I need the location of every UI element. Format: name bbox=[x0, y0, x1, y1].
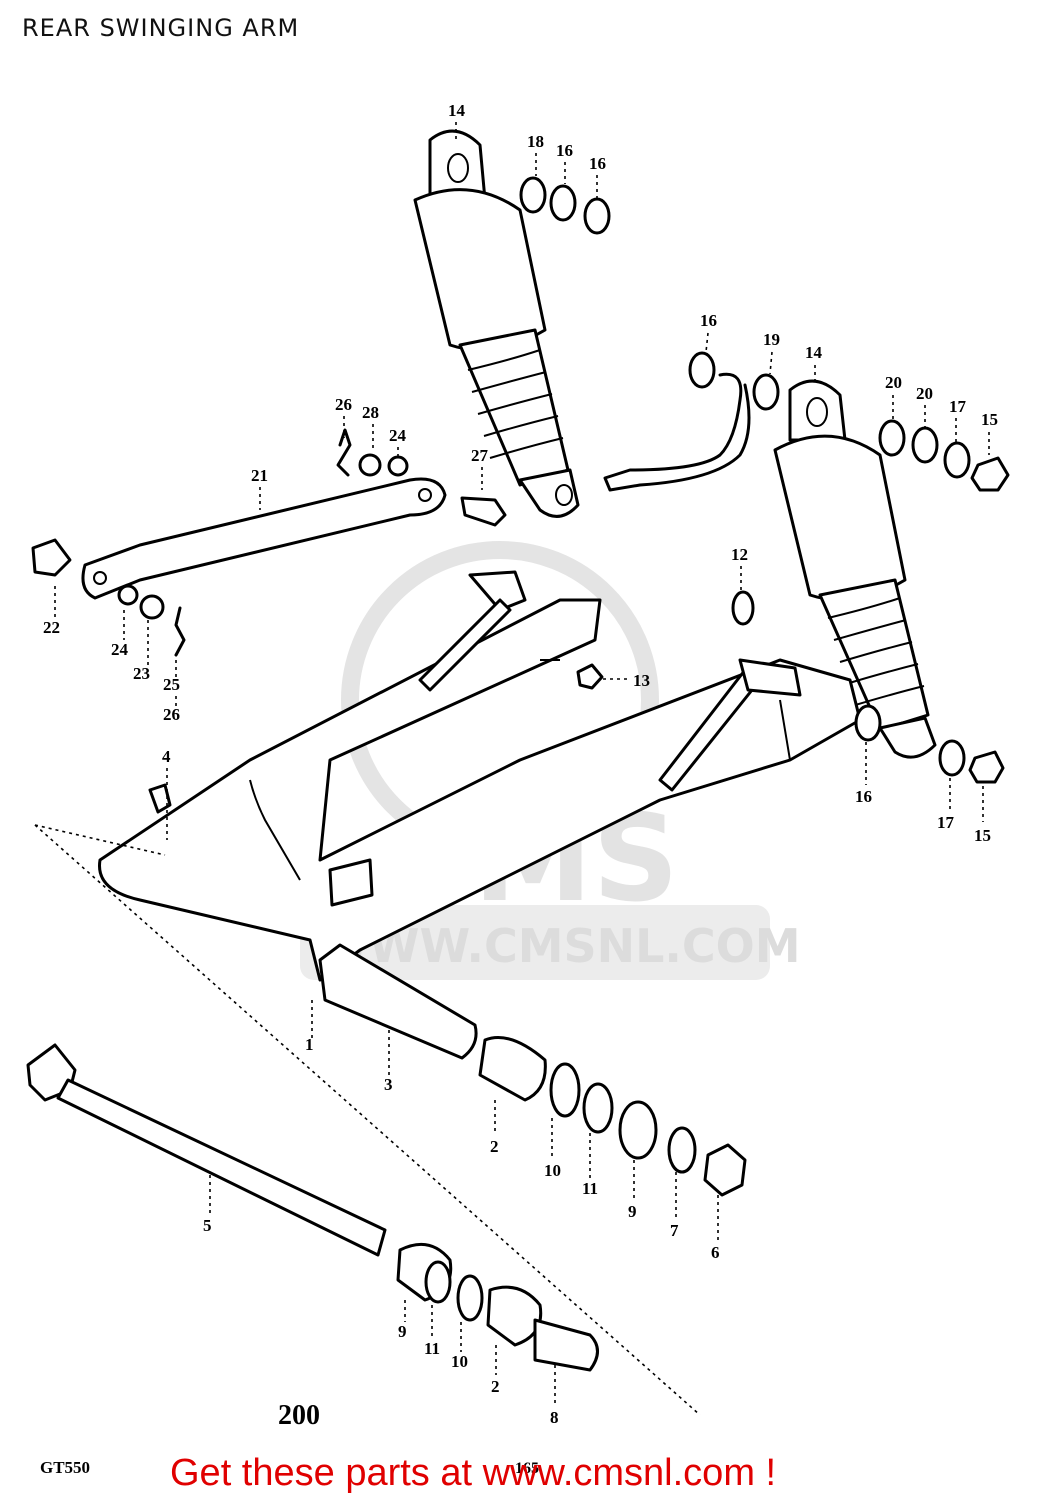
sheet-reference: 165 bbox=[515, 1460, 539, 1477]
callout-28: 28 bbox=[362, 403, 379, 422]
callout-18: 18 bbox=[527, 132, 544, 151]
callout-8: 8 bbox=[550, 1408, 559, 1427]
callout-2: 2 bbox=[490, 1137, 499, 1156]
pivot-assembly bbox=[26, 943, 747, 1372]
callout-13: 13 bbox=[633, 671, 650, 690]
callout-9: 9 bbox=[628, 1202, 637, 1221]
callout-4: 4 bbox=[162, 747, 171, 766]
callout-24: 24 bbox=[389, 426, 407, 445]
callout-22: 22 bbox=[43, 618, 60, 637]
callout-6: 6 bbox=[711, 1243, 720, 1262]
leader-lines bbox=[54, 122, 990, 1405]
swing-arm bbox=[98, 570, 1005, 982]
axis-lines bbox=[34, 824, 701, 1416]
model-code: GT550 bbox=[40, 1458, 91, 1477]
callout-17: 17 bbox=[949, 397, 967, 416]
callout-24: 24 bbox=[111, 640, 129, 659]
callout-12: 12 bbox=[731, 545, 748, 564]
callout-11: 11 bbox=[582, 1179, 598, 1198]
top-washers bbox=[519, 176, 1010, 492]
callout-25: 25 bbox=[163, 675, 180, 694]
callout-14: 14 bbox=[448, 101, 466, 120]
callout-20: 20 bbox=[916, 384, 933, 403]
callout-9: 9 bbox=[398, 1322, 407, 1341]
right-shock-absorber bbox=[773, 379, 937, 759]
diagram-title: REAR SWINGING ARM bbox=[22, 14, 300, 42]
callout-16: 16 bbox=[589, 154, 606, 173]
callout-21: 21 bbox=[251, 466, 268, 485]
callouts: 14 18 16 16 16 19 14 20 20 17 15 26 28 2… bbox=[43, 101, 998, 1427]
callout-20: 20 bbox=[885, 373, 902, 392]
callout-26: 26 bbox=[335, 395, 352, 414]
callout-5: 5 bbox=[203, 1216, 212, 1235]
callout-11: 11 bbox=[424, 1339, 440, 1358]
callout-16: 16 bbox=[855, 787, 872, 806]
callout-15: 15 bbox=[974, 826, 991, 845]
callout-10: 10 bbox=[544, 1161, 561, 1180]
footer-parts-link[interactable]: Get these parts at www.cmsnl.com ! bbox=[170, 1452, 777, 1494]
callout-10: 10 bbox=[451, 1352, 468, 1371]
callout-16: 16 bbox=[556, 141, 573, 160]
torque-link bbox=[31, 428, 507, 657]
page-number: 200 bbox=[278, 1400, 320, 1431]
brake-hose bbox=[603, 372, 751, 492]
callout-7: 7 bbox=[670, 1221, 679, 1240]
callout-19: 19 bbox=[763, 330, 780, 349]
callout-2: 2 bbox=[491, 1377, 500, 1396]
callout-26: 26 bbox=[163, 705, 180, 724]
callout-23: 23 bbox=[133, 664, 150, 683]
callout-16: 16 bbox=[700, 311, 717, 330]
callout-15: 15 bbox=[981, 410, 998, 429]
callout-14: 14 bbox=[805, 343, 823, 362]
left-shock-absorber bbox=[413, 129, 580, 518]
callout-27: 27 bbox=[471, 446, 489, 465]
callout-1: 1 bbox=[305, 1035, 314, 1054]
callout-3: 3 bbox=[384, 1075, 393, 1094]
callout-17: 17 bbox=[937, 813, 955, 832]
